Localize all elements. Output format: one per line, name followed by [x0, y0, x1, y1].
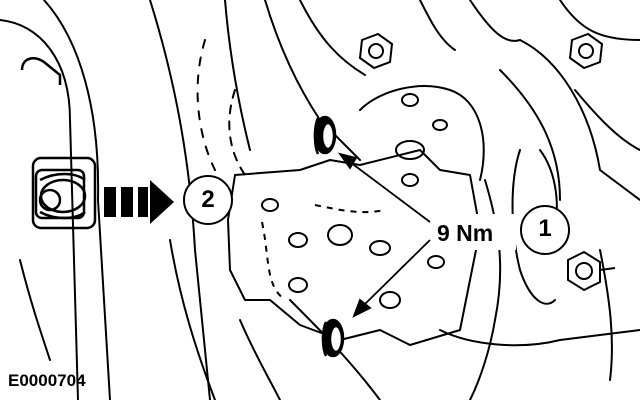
torque-value-label: 9 Nm — [437, 220, 494, 246]
retaining-clip — [20, 57, 97, 230]
hex-bolt-right — [567, 250, 616, 292]
figure-id-label: E0000704 — [8, 371, 86, 390]
torque-leaders — [337, 152, 431, 318]
bracket-plate — [227, 93, 481, 346]
hex-bolt-top — [358, 32, 394, 70]
callout-2-number: 2 — [201, 186, 215, 213]
lower-bolt — [321, 318, 345, 358]
callout-1-number: 1 — [538, 215, 552, 242]
callout-2-circle — [183, 175, 233, 225]
upper-bolt — [313, 115, 337, 155]
direction-arrow — [104, 180, 174, 224]
hex-bolt-top-right — [568, 32, 604, 70]
torque-label-backdrop — [432, 214, 516, 250]
callout-1-circle — [520, 205, 570, 255]
